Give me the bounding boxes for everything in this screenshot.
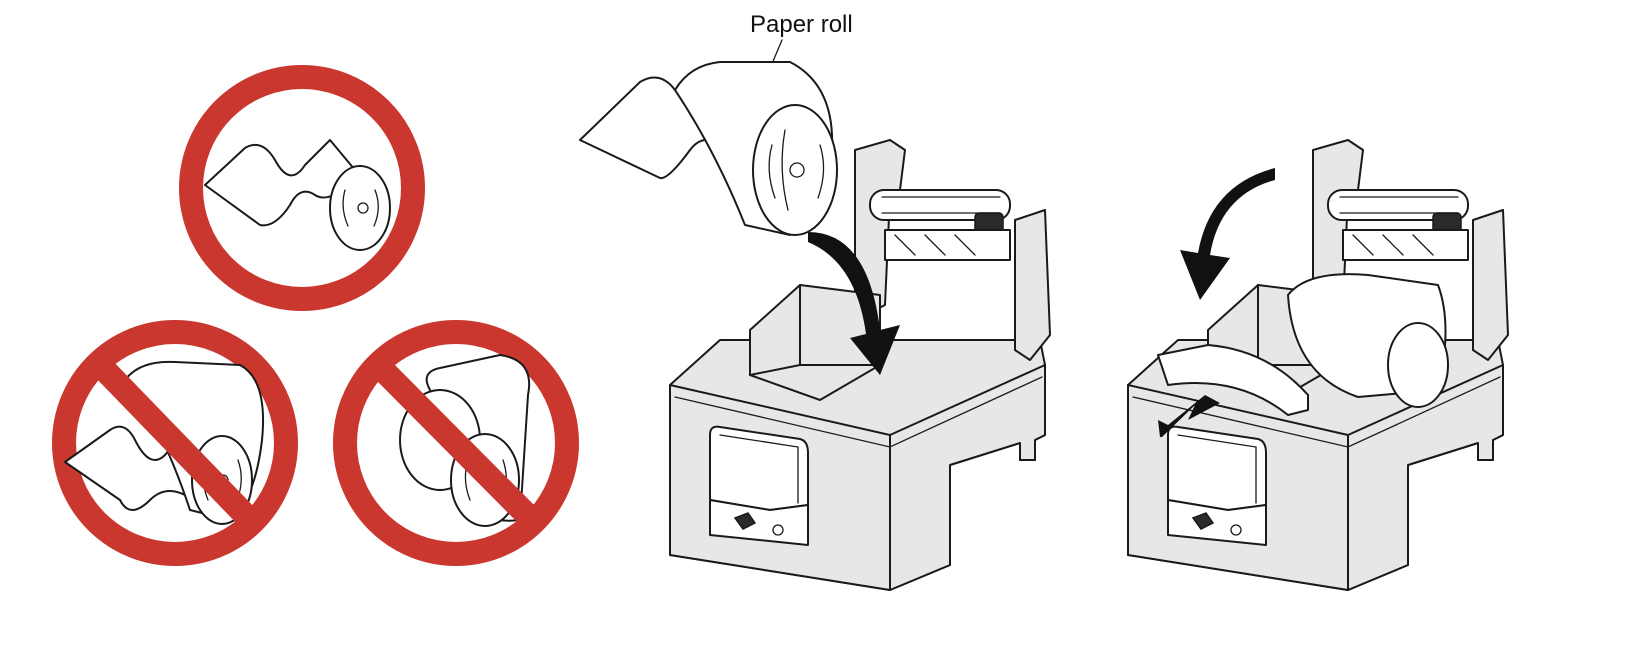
curved-arrow-left-icon <box>1180 168 1275 300</box>
printer-open-icon <box>669 139 1051 591</box>
prohibited-slash-icon <box>52 320 298 566</box>
insert-roll-panel: Paper roll <box>579 11 1051 591</box>
prohibited-none-icon <box>179 65 425 311</box>
printer-loaded-icon <box>1127 139 1509 591</box>
pull-paper-close-cover-panel <box>1127 139 1509 591</box>
prohibited-slash-icon <box>333 320 579 566</box>
incorrect-rolls-panel <box>52 65 579 566</box>
curved-arrow-down-icon <box>808 232 900 375</box>
straight-arrow-icon <box>1158 395 1220 437</box>
paper-roll-label: Paper roll <box>750 11 853 38</box>
paper-roll-icon <box>579 61 838 236</box>
